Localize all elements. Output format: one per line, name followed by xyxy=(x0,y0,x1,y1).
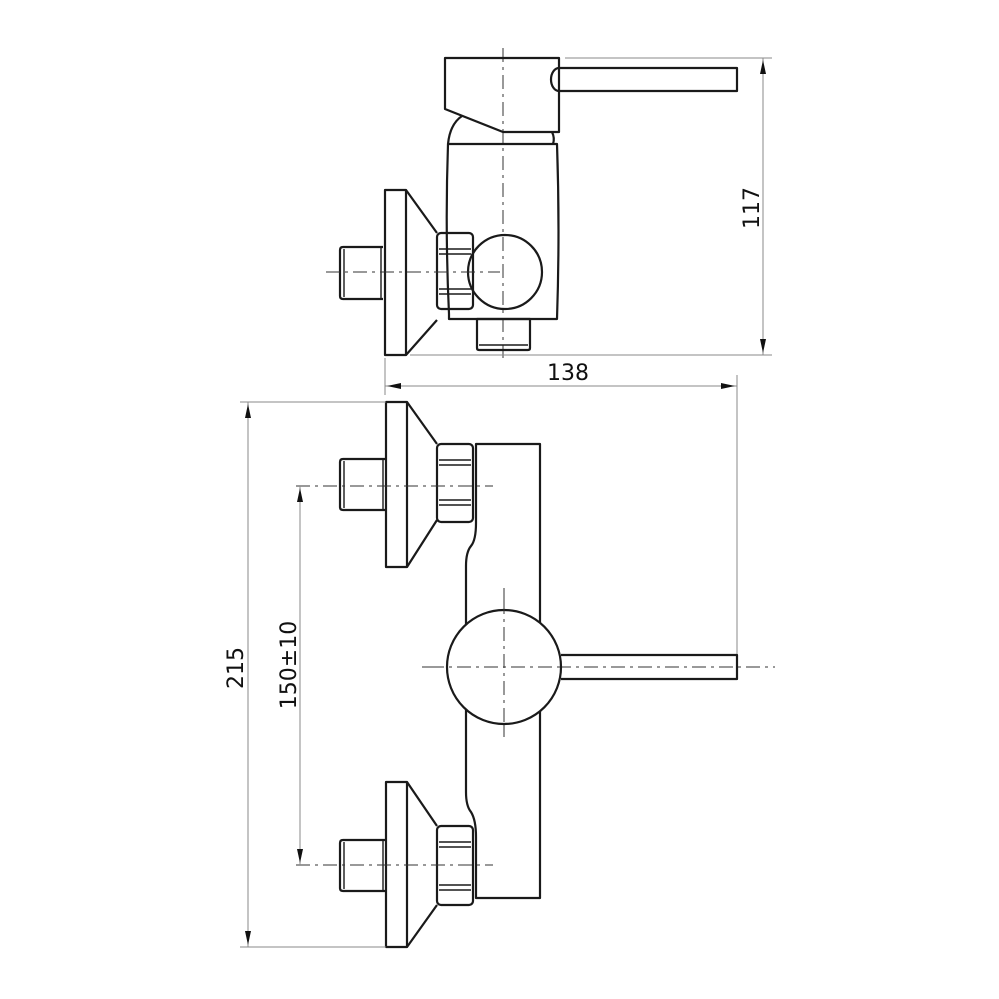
arrow-icon xyxy=(721,383,735,389)
inlet-pipe-upper xyxy=(338,457,386,512)
flange-cone-lower xyxy=(406,781,438,948)
arrow-icon xyxy=(245,404,251,418)
wall-flange-upper xyxy=(384,400,409,569)
flange-cone-upper xyxy=(406,401,438,568)
dimension-label-150: 150±10 xyxy=(277,621,302,709)
inlet-pipe-side xyxy=(338,245,383,301)
arrow-icon xyxy=(387,383,401,389)
upper-inlet xyxy=(296,400,493,569)
lever-side xyxy=(549,66,739,93)
hex-nut-side xyxy=(435,231,475,311)
body-front xyxy=(464,442,542,900)
dimension-label-138: 138 xyxy=(547,361,589,386)
dimension-label-215: 215 xyxy=(224,647,249,689)
lever-front xyxy=(561,653,739,681)
neck-right xyxy=(551,131,555,145)
arrow-icon xyxy=(760,339,766,353)
inlet-pipe-lower xyxy=(338,838,386,893)
handle-block xyxy=(443,56,561,134)
arrow-icon xyxy=(245,931,251,945)
arrow-icon xyxy=(297,488,303,502)
arrow-icon xyxy=(297,849,303,863)
dimension-label-117: 117 xyxy=(740,187,765,229)
lower-inlet xyxy=(296,780,493,949)
neck-left xyxy=(446,115,463,145)
bottom-outlet xyxy=(475,317,532,352)
arrow-icon xyxy=(760,60,766,74)
flange-cone-side xyxy=(405,189,438,356)
front-view: 215 150±10 xyxy=(224,400,775,949)
ball-joint xyxy=(466,233,544,311)
side-view: 117 138 xyxy=(326,48,772,672)
hex-nut-upper xyxy=(435,442,475,524)
